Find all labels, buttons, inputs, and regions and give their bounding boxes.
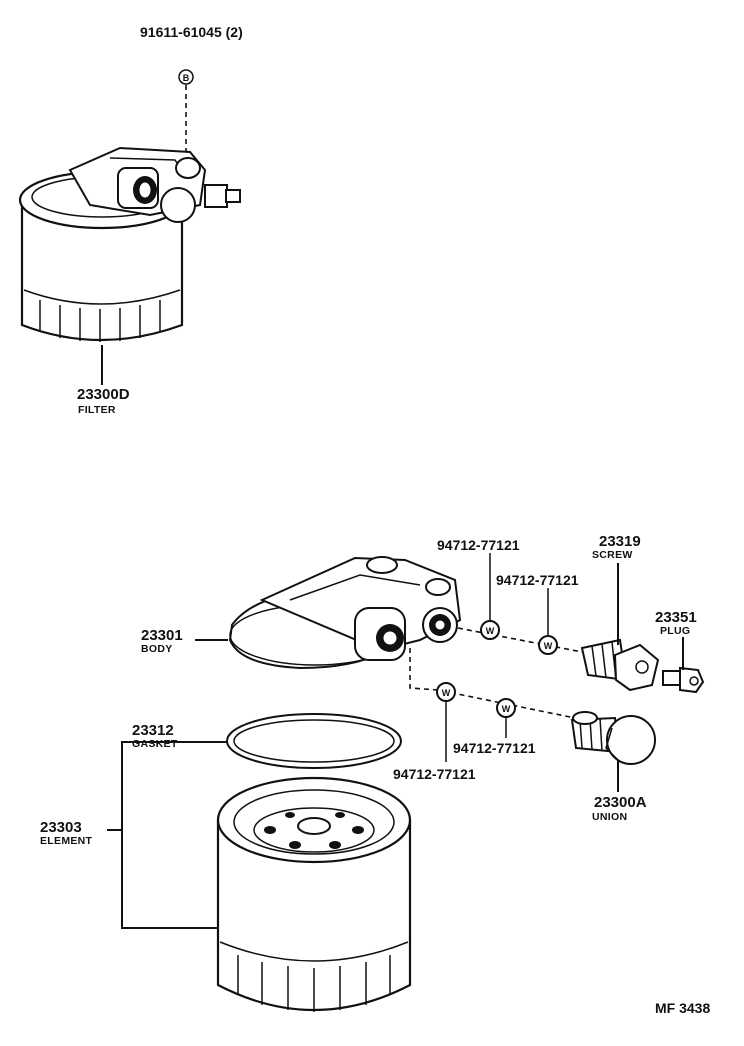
washer-4-part-number: 94712-77121	[453, 740, 536, 756]
svg-text:W: W	[442, 688, 451, 698]
diagram-code: MF 3438	[655, 1000, 710, 1016]
svg-text:W: W	[502, 704, 511, 714]
gasket-part-name: GASKET	[132, 738, 178, 750]
filter-head	[68, 146, 241, 223]
filter-body	[228, 556, 462, 670]
svg-text:B: B	[183, 73, 190, 83]
screw-part-number: 23319	[599, 533, 641, 550]
bolt-part-number: 91611-61045 (2)	[140, 24, 243, 40]
element-part-name: ELEMENT	[40, 835, 93, 847]
body-part-name: BODY	[141, 643, 173, 655]
filter-element	[216, 776, 412, 1012]
svg-text:W: W	[544, 641, 553, 651]
bolt-symbol: B	[178, 69, 194, 85]
union	[570, 711, 656, 765]
filter-part-name: FILTER	[78, 404, 116, 416]
element-part-number: 23303	[40, 819, 82, 836]
screw-assembly-line	[457, 627, 583, 653]
svg-text:W: W	[486, 626, 495, 636]
screw	[580, 638, 660, 692]
filter-assembly: 91611-61045 (2) B 23300D FILTE	[18, 24, 243, 416]
washer-3-part-number: 94712-77121	[393, 766, 476, 782]
plug-part-name: PLUG	[660, 625, 690, 637]
union-part-name: UNION	[592, 811, 627, 823]
union-part-number: 23300A	[594, 794, 647, 811]
washer-2-part-number: 94712-77121	[496, 572, 579, 588]
filter-part-number: 23300D	[77, 386, 130, 403]
body-part-number: 23301	[141, 627, 183, 644]
washer-1: W	[480, 620, 500, 640]
washer-3: W	[436, 682, 456, 702]
plug	[662, 666, 705, 694]
gasket-part-number: 23312	[132, 722, 174, 739]
washer-2: W	[538, 635, 558, 655]
union-assembly-line	[409, 648, 576, 719]
plug-part-number: 23351	[655, 609, 697, 626]
gasket	[226, 713, 402, 769]
washer-4: W	[496, 698, 516, 718]
washer-1-part-number: 94712-77121	[437, 537, 520, 553]
screw-part-name: SCREW	[592, 549, 633, 561]
element-bracket-leader	[121, 741, 218, 929]
